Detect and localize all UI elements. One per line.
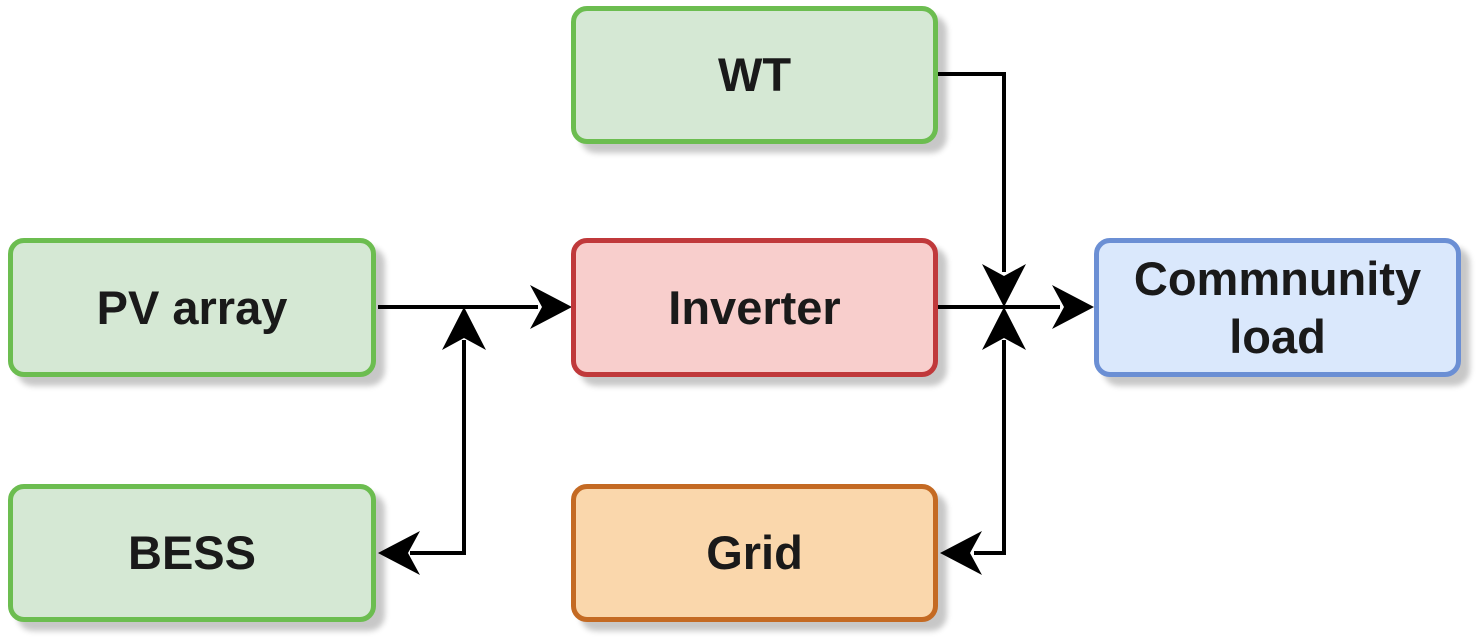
community-load-box: Commnunity load [1094, 238, 1461, 377]
arrow-pv-to-inverter [378, 285, 572, 329]
grid-label: Grid [706, 526, 803, 579]
bess-box: BESS [8, 484, 376, 622]
arrow-wt-to-junction [938, 72, 1026, 307]
inverter-label: Inverter [668, 280, 841, 334]
wt-box: WT [571, 6, 938, 144]
arrow-grid-bidirectional [940, 307, 1026, 575]
arrow-bess-bidirectional [378, 307, 486, 575]
grid-box: Grid [571, 484, 938, 622]
pv-array-label: PV array [96, 280, 288, 334]
bess-label: BESS [128, 526, 256, 579]
community-load-label-line1: Commnunity [1133, 251, 1422, 305]
wt-label: WT [717, 48, 792, 101]
arrow-inverter-to-load [938, 285, 1094, 329]
community-load-label-line2: load [1229, 309, 1326, 363]
pv-array-box: PV array [8, 238, 376, 377]
inverter-box: Inverter [571, 238, 938, 377]
